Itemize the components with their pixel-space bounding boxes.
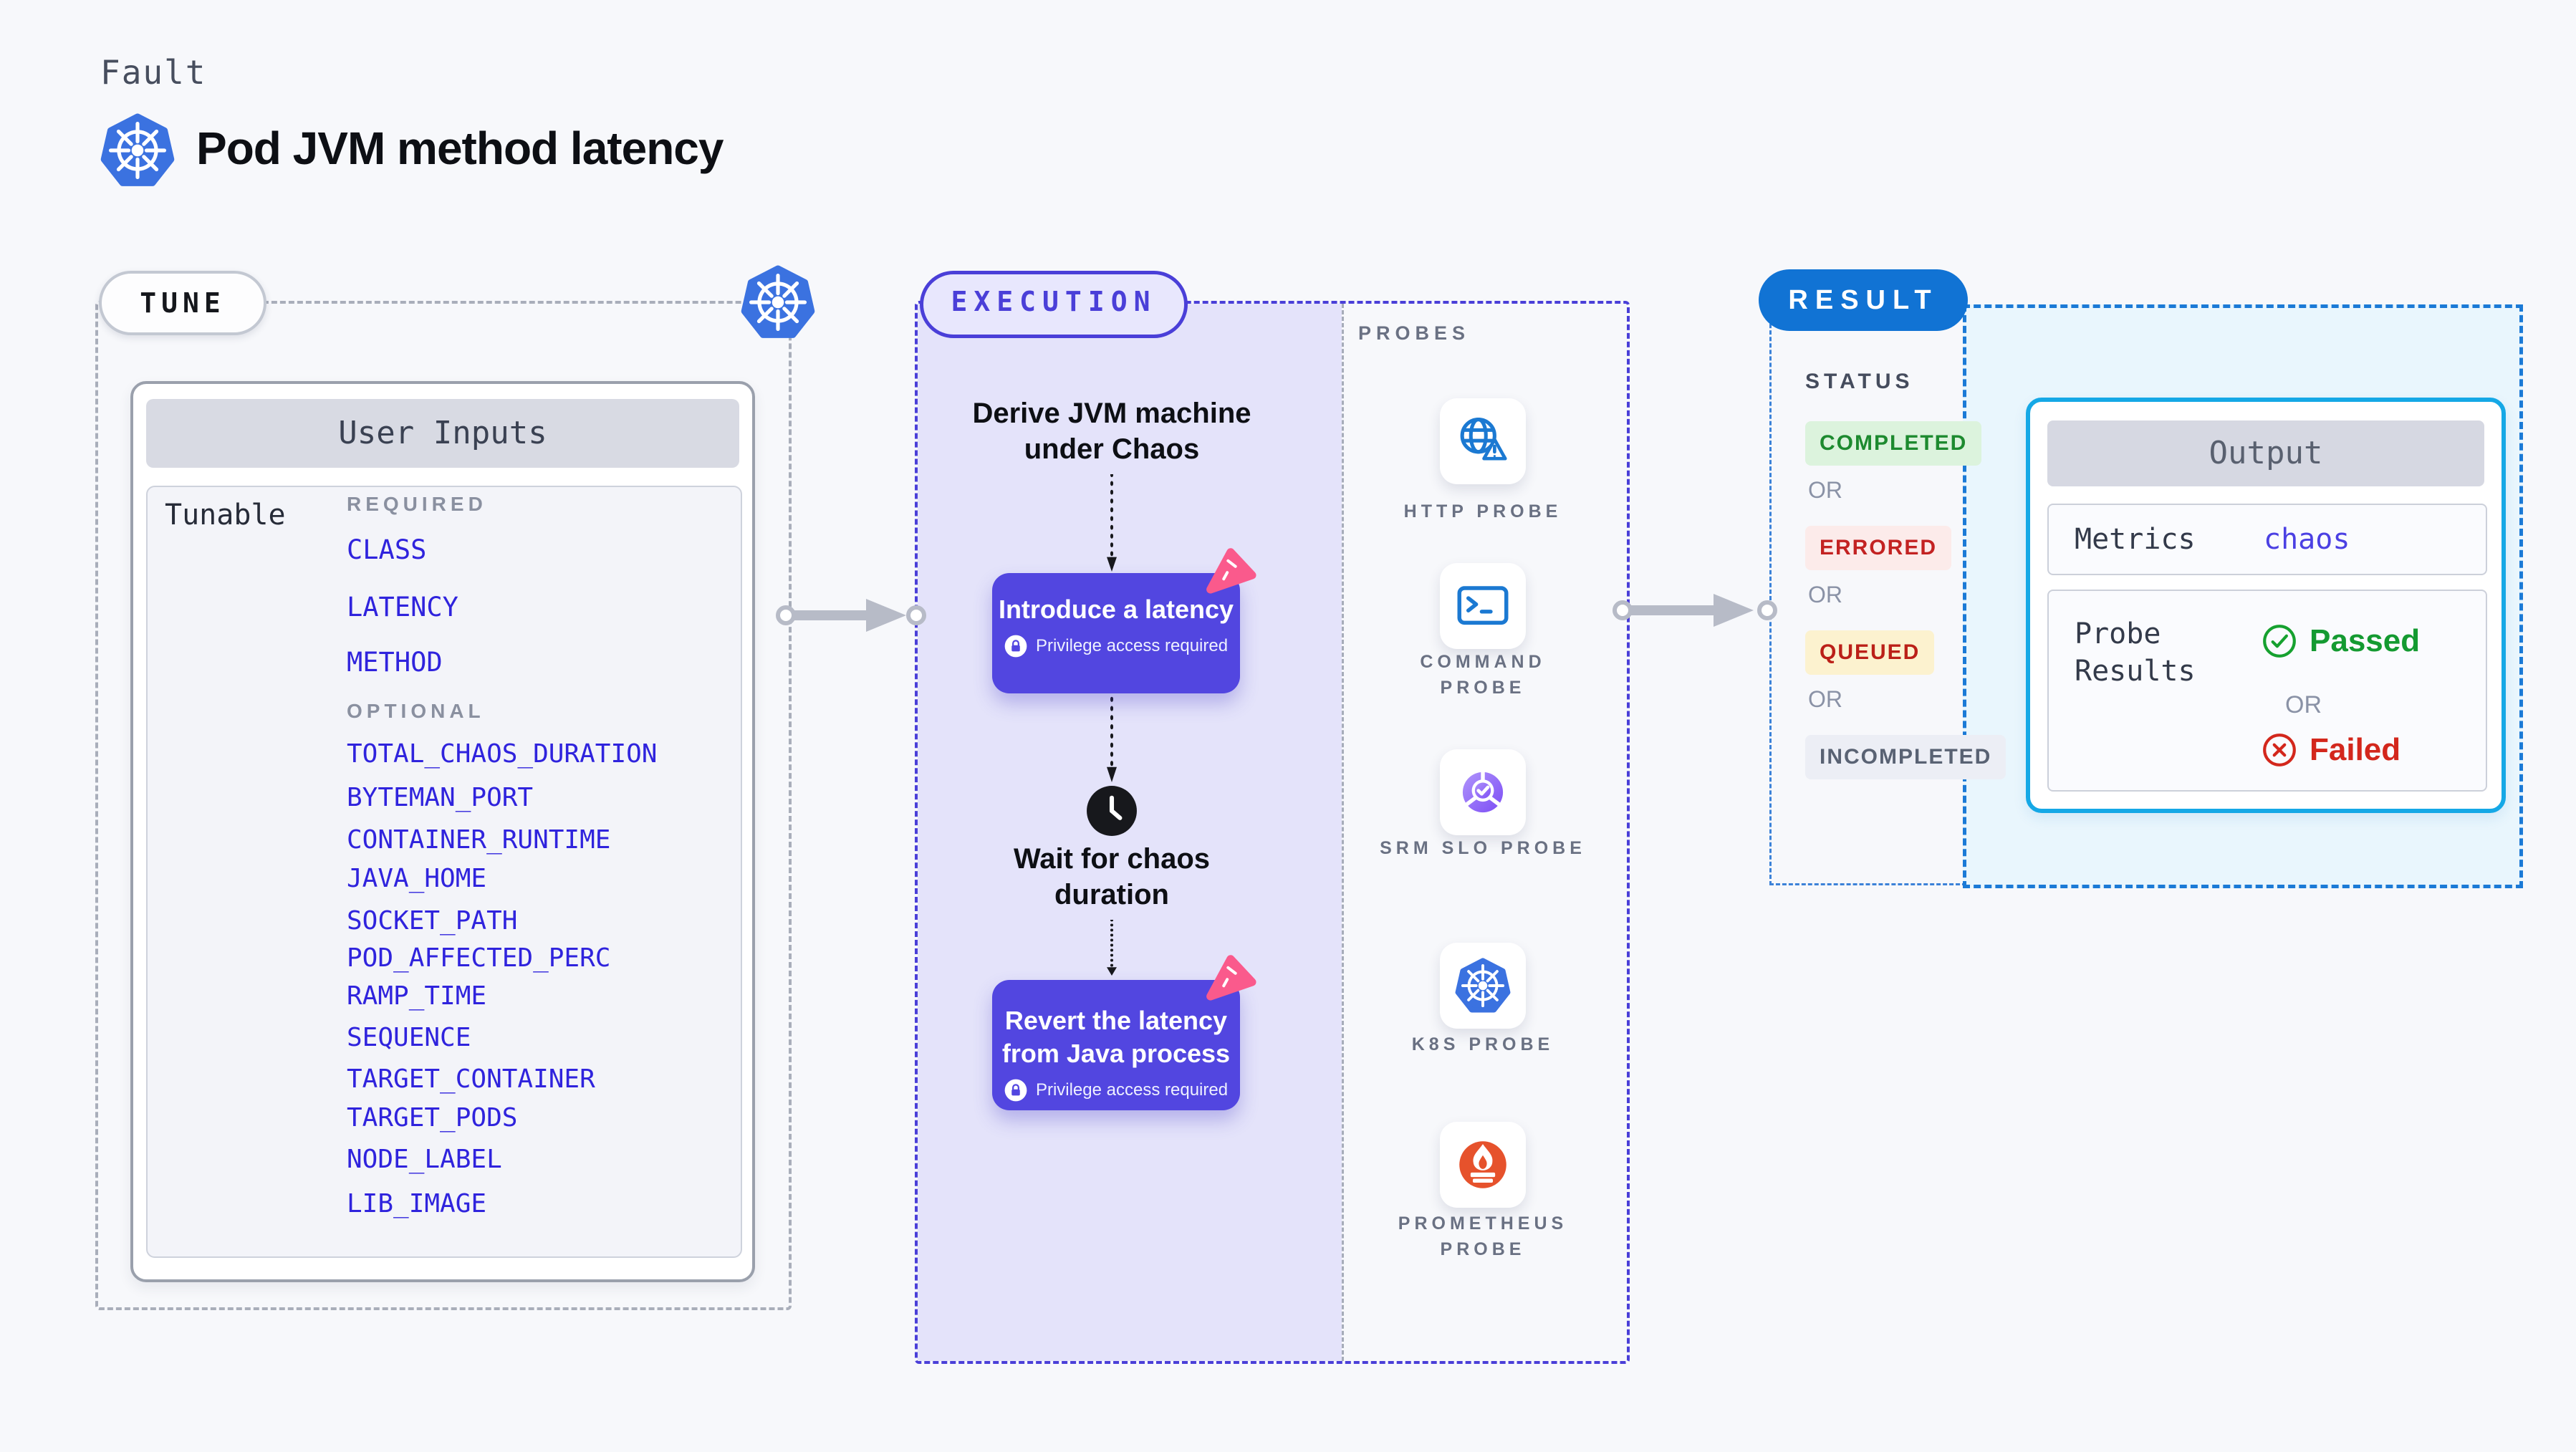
probe-card-command[interactable] [1440, 563, 1526, 649]
probe-card-k8s[interactable] [1440, 943, 1526, 1029]
status-badge-queued: QUEUED [1805, 630, 1935, 675]
tunable-item[interactable]: JAVA_HOME [347, 864, 487, 893]
kubernetes-icon [1455, 958, 1511, 1014]
execution-section-label: EXECUTION [920, 271, 1188, 338]
flow-arrow [776, 599, 926, 632]
kubernetes-icon [741, 265, 815, 340]
tunables-panel: Tunable REQUIRED CLASS LATENCY METHOD OP… [146, 486, 742, 1258]
execution-section [915, 301, 1630, 1364]
or-separator: OR [1808, 477, 1842, 503]
or-separator: OR [2285, 691, 2322, 718]
probe-label: PROMETHEUS PROBE [1398, 1213, 1568, 1259]
tunable-item[interactable]: RAMP_TIME [347, 981, 487, 1011]
tunable-item[interactable]: CONTAINER_RUNTIME [347, 825, 611, 855]
page-title: Pod JVM method latency [196, 122, 724, 174]
tune-section [95, 301, 792, 1310]
output-title: Output [2047, 420, 2484, 486]
probe-card-http[interactable] [1440, 398, 1526, 484]
probe-results-label: Probe Results [2075, 617, 2196, 688]
flow-arrow [1613, 594, 1777, 627]
tunable-item[interactable]: BYTEMAN_PORT [347, 783, 534, 812]
revert-latency-card[interactable]: Revert the latency from Java process Pri… [992, 980, 1240, 1110]
lock-icon [1004, 1079, 1027, 1102]
dotted-arrow-icon [1105, 681, 1119, 782]
lock-icon [1004, 635, 1027, 658]
tunable-item[interactable]: LIB_IMAGE [347, 1189, 487, 1218]
chaos-logo-icon [1199, 954, 1256, 1011]
tunable-item[interactable]: METHOD [347, 647, 443, 678]
status-badge-errored: ERRORED [1805, 526, 1952, 570]
user-inputs-card: User Inputs Tunable REQUIRED CLASS LATEN… [130, 381, 755, 1282]
passed-label: Passed [2310, 623, 2421, 658]
tunable-item[interactable]: NODE_LABEL [347, 1145, 502, 1174]
user-inputs-title: User Inputs [146, 399, 739, 468]
probe-label: COMMAND PROBE [1420, 652, 1546, 698]
status-badge-incompleted: INCOMPLETED [1805, 735, 2007, 779]
dotted-arrow-icon [1105, 920, 1119, 976]
fault-kicker: Fault [100, 53, 207, 92]
probes-section-label: PROBES [1358, 322, 1471, 344]
probe-label: K8S PROBE [1411, 1034, 1554, 1054]
privilege-note: Privilege access required [1035, 1080, 1229, 1100]
kubernetes-icon [100, 113, 175, 188]
card-title: Revert the latency from Java process [1001, 1006, 1231, 1068]
execution-step-derive: Derive JVM machine under Chaos [972, 398, 1251, 465]
probe-label: SRM SLO PROBE [1380, 838, 1586, 858]
slo-check-icon [1462, 769, 1504, 813]
tunable-item[interactable]: POD_AFFECTED_PERC [347, 943, 611, 973]
execution-step-wait: Wait for chaos duration [1013, 843, 1211, 910]
probes-divider [1342, 304, 1344, 1361]
tunable-item[interactable]: SEQUENCE [347, 1023, 471, 1052]
probe-results-row: Probe Results Passed OR Failed [2047, 590, 2487, 792]
execution-flow-area [918, 304, 1342, 1361]
required-section-label: REQUIRED [347, 493, 487, 515]
or-separator: OR [1808, 686, 1842, 712]
tune-section-label: TUNE [99, 271, 266, 335]
tunable-label: Tunable [165, 499, 286, 532]
privilege-note: Privilege access required [1035, 636, 1229, 655]
tunable-item[interactable]: LATENCY [347, 592, 458, 622]
check-circle-icon [2263, 625, 2296, 658]
result-section-label: RESULT [1759, 269, 1968, 331]
probe-result-failed: Failed [2261, 731, 2400, 769]
status-label: STATUS [1805, 370, 1914, 393]
tunable-item[interactable]: SOCKET_PATH [347, 906, 518, 936]
introduce-latency-card[interactable]: Introduce a latency Privilege access req… [992, 573, 1240, 693]
clock-icon [1087, 786, 1137, 836]
probe-label: HTTP PROBE [1403, 501, 1562, 521]
chaos-logo-icon [1199, 547, 1256, 605]
terminal-icon [1457, 586, 1509, 625]
tunable-item[interactable]: TARGET_CONTAINER [347, 1064, 595, 1094]
tunable-item[interactable]: TARGET_PODS [347, 1103, 518, 1133]
failed-label: Failed [2310, 732, 2401, 767]
tunable-item[interactable]: TOTAL_CHAOS_DURATION [347, 739, 658, 769]
x-circle-icon [2263, 734, 2296, 766]
or-separator: OR [1808, 582, 1842, 607]
probe-result-passed: Passed [2261, 622, 2420, 660]
card-title: Introduce a latency [998, 595, 1234, 624]
probe-card-srm-slo[interactable] [1440, 749, 1526, 835]
metrics-row: Metrics chaos metrics [2047, 504, 2487, 625]
prometheus-flame-icon [1459, 1141, 1506, 1188]
globe-alert-icon [1460, 418, 1507, 461]
dotted-arrow-icon [1105, 474, 1119, 572]
metrics-label: Metrics [2075, 523, 2196, 556]
tunable-item[interactable]: CLASS [347, 534, 427, 565]
optional-section-label: OPTIONAL [347, 700, 485, 722]
probe-card-prometheus[interactable] [1440, 1122, 1526, 1208]
output-card: Output Metrics chaos metrics Probe Resul… [2026, 398, 2506, 813]
status-badge-completed: COMPLETED [1805, 421, 1982, 466]
